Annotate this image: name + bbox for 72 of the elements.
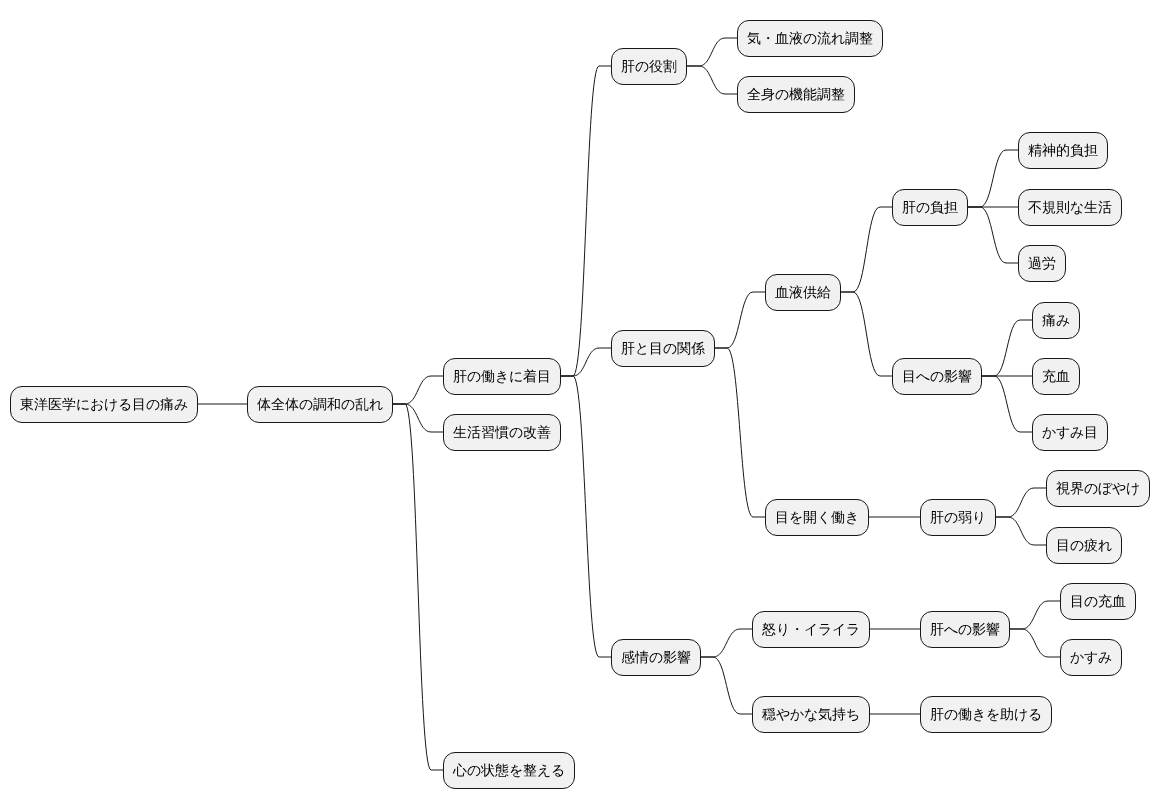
topic-label: 目の充血 xyxy=(1070,592,1126,610)
connector-line xyxy=(197,403,248,405)
connector-line xyxy=(981,375,1033,433)
connector-line xyxy=(714,347,766,518)
topic-box xyxy=(1018,244,1066,282)
topic-label: 穏やかな気持ち xyxy=(762,705,860,723)
topic-box xyxy=(892,188,968,226)
topic-label: 肝の弱り xyxy=(930,508,986,526)
topic-label: 肝と目の関係 xyxy=(621,339,705,357)
connector-line xyxy=(700,656,753,715)
topic-label: 怒り・イライラ xyxy=(762,620,860,638)
topic-box xyxy=(752,610,870,648)
topic-label: 充血 xyxy=(1042,367,1070,385)
topic-box xyxy=(1018,188,1122,226)
topic-box xyxy=(611,47,687,85)
topic-label: 体全体の調和の乱れ xyxy=(257,395,383,413)
topic-label: 血液供給 xyxy=(775,283,831,301)
topic-label: 視界のぼやけ xyxy=(1056,479,1140,497)
topic-box xyxy=(1032,301,1080,339)
topic-box xyxy=(611,638,701,676)
topic-box xyxy=(1018,131,1108,169)
topic-label: かすみ目 xyxy=(1042,423,1098,441)
connector-line xyxy=(560,375,612,658)
topic-label: 東洋医学における目の痛み xyxy=(20,395,188,413)
topic-label: 肝への影響 xyxy=(930,620,1000,638)
topic-label: 目の疲れ xyxy=(1056,536,1112,554)
topic-box xyxy=(920,498,996,536)
connector-line xyxy=(868,516,921,518)
topic-label: 全身の機能調整 xyxy=(747,85,845,103)
topic-box xyxy=(247,385,393,423)
connector-line xyxy=(392,403,444,771)
topic-box xyxy=(443,413,561,451)
topic-box xyxy=(1060,638,1122,676)
topic-box xyxy=(1046,526,1122,564)
topic-box xyxy=(611,329,715,367)
connector-line xyxy=(869,713,921,715)
topic-label: 肝の役割 xyxy=(621,57,677,75)
topic-label: 不規則な生活 xyxy=(1028,198,1112,216)
topic-label: 生活習慣の改善 xyxy=(453,423,551,441)
topic-box xyxy=(920,695,1052,733)
topic-box xyxy=(737,75,855,113)
topic-box xyxy=(10,385,198,423)
topic-box xyxy=(1046,469,1150,507)
topic-box xyxy=(752,695,870,733)
topic-box xyxy=(920,610,1010,648)
connector-line xyxy=(1009,628,1061,658)
topic-box xyxy=(443,751,575,789)
topic-label: 肝の負担 xyxy=(902,198,958,216)
topic-label: 心の状態を整える xyxy=(453,761,565,779)
topic-box xyxy=(1060,582,1136,620)
topic-label: 目への影響 xyxy=(902,367,972,385)
connector-line xyxy=(995,516,1047,546)
topic-label: 過労 xyxy=(1028,254,1056,272)
topic-box xyxy=(443,357,561,395)
topic-box xyxy=(1032,413,1108,451)
topic-label: 肝の働きを助ける xyxy=(930,705,1042,723)
topic-label: 精神的負担 xyxy=(1028,141,1098,159)
connector-line xyxy=(967,206,1019,264)
topic-box xyxy=(765,498,869,536)
topic-box xyxy=(892,357,982,395)
topic-box xyxy=(1032,357,1080,395)
topic-label: 目を開く働き xyxy=(775,508,859,526)
topic-box xyxy=(737,19,883,57)
connector-line xyxy=(869,628,921,630)
connector-line xyxy=(840,291,893,377)
topic-label: 肝の働きに着目 xyxy=(453,367,551,385)
topic-label: かすみ xyxy=(1070,648,1112,666)
topic-label: 気・血液の流れ調整 xyxy=(747,29,873,47)
connector-line xyxy=(686,65,738,95)
topic-box xyxy=(765,273,841,311)
topic-label: 感情の影響 xyxy=(621,648,691,666)
topic-label: 痛み xyxy=(1042,311,1070,329)
